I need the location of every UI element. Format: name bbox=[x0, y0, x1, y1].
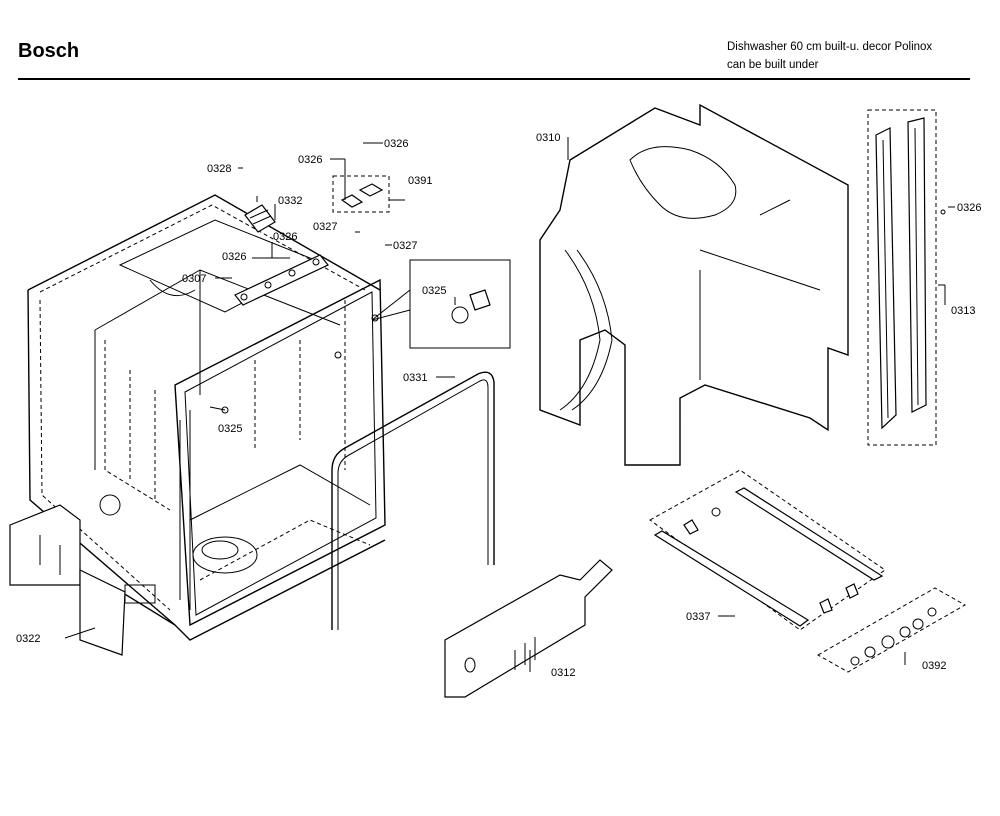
part-label-0326: 0326 bbox=[273, 231, 297, 243]
feet-kit-0392 bbox=[816, 587, 967, 673]
part-label-0326: 0326 bbox=[298, 154, 322, 166]
part-labels: 0326 0328 0326 0391 0332 0327 0327 0326 … bbox=[16, 132, 981, 679]
part-label-0313: 0313 bbox=[951, 305, 975, 317]
part-label-0328: 0328 bbox=[207, 163, 231, 175]
detail-box-0325 bbox=[371, 259, 511, 349]
part-label-0392: 0392 bbox=[922, 660, 946, 672]
model-description: Dishwasher 60 cm built-u. decor Polinox … bbox=[727, 38, 932, 74]
front-trim-0322 bbox=[9, 504, 126, 656]
part-label-0327: 0327 bbox=[393, 240, 417, 252]
part-label-0326: 0326 bbox=[384, 138, 408, 150]
header-rule bbox=[18, 78, 970, 80]
bracket-0332 bbox=[244, 196, 276, 233]
toe-kick-0312 bbox=[444, 559, 613, 698]
part-label-0332: 0332 bbox=[278, 195, 302, 207]
part-label-0331: 0331 bbox=[403, 372, 427, 384]
hardware-group-0391 bbox=[332, 175, 405, 213]
part-label-0307: 0307 bbox=[182, 273, 206, 285]
part-label-0325: 0325 bbox=[422, 285, 446, 297]
description-line-2: can be built under bbox=[727, 59, 819, 71]
part-label-0326: 0326 bbox=[222, 251, 246, 263]
door-seal-0331 bbox=[331, 371, 495, 630]
outer-cover-0310 bbox=[539, 103, 849, 466]
brand-title: Bosch bbox=[18, 40, 80, 62]
part-label-0312: 0312 bbox=[551, 667, 575, 679]
part-label-0310: 0310 bbox=[536, 132, 560, 144]
leader-lines bbox=[64, 137, 955, 672]
part-label-0327: 0327 bbox=[313, 221, 337, 233]
description-line-1: Dishwasher 60 cm built-u. decor Polinox bbox=[727, 41, 933, 53]
part-label-0391: 0391 bbox=[408, 175, 432, 187]
rail-kit-0337 bbox=[649, 469, 886, 631]
part-label-0322: 0322 bbox=[16, 633, 40, 645]
tub-assembly bbox=[27, 194, 386, 641]
part-label-0325: 0325 bbox=[218, 423, 242, 435]
part-label-0326: 0326 bbox=[957, 202, 981, 214]
side-rail-0313 bbox=[867, 109, 946, 446]
part-label-0337: 0337 bbox=[686, 611, 710, 623]
hinge-plate-0307 bbox=[234, 254, 329, 306]
